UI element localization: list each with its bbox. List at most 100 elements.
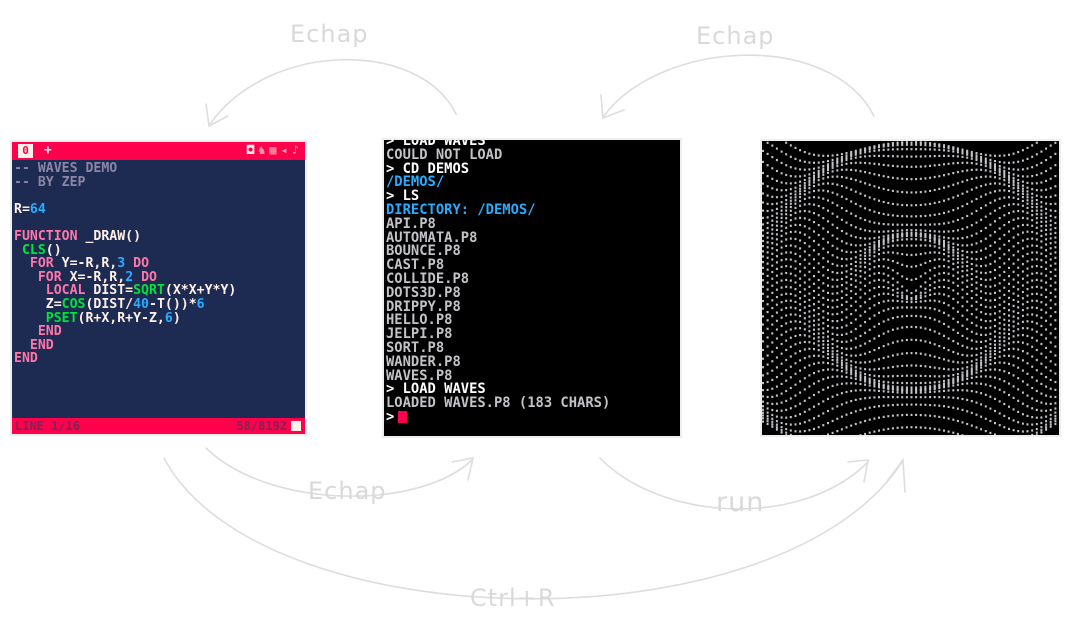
escape-arrow-editor-to-terminal-head — [451, 456, 475, 481]
terminal-line: WAVES.P8 — [386, 367, 453, 384]
code-token: (DIST/ — [85, 296, 134, 312]
escape-arrow-terminal-to-editor — [209, 58, 457, 125]
code-token: CLS — [21, 242, 46, 258]
editor-toolbar: 0 + ◘ ♞ ▦ ◂ ♪ — [12, 142, 305, 160]
code-token: 40 — [133, 296, 149, 312]
token-count: 58/8192 — [236, 419, 287, 433]
code-line: CLS() — [14, 242, 236, 258]
code-token: 64 — [29, 201, 46, 217]
code-line: END — [14, 325, 236, 339]
code-token: -- BY ZEP — [14, 174, 86, 190]
escape-label-bottom: Echap — [308, 477, 387, 505]
code-line: FOR Y=-R,R,3 DO — [14, 257, 236, 271]
code-line: Z=COS(DIST/40-T())*6 — [14, 298, 236, 312]
code-line: PSET(R+X,R+Y-Z,6) — [14, 310, 236, 326]
code-token: DIST= — [85, 283, 134, 299]
code-token: 2 — [125, 269, 134, 285]
terminal-line: LOADED WAVES.P8 (183 CHARS) — [386, 395, 611, 412]
code-token: Z= — [14, 296, 62, 312]
code-line: END — [14, 337, 236, 353]
music-icon[interactable]: ♪ — [291, 143, 299, 157]
code-token: COS — [61, 296, 86, 312]
code-line — [14, 189, 236, 203]
code-token: END — [14, 351, 38, 367]
ctrl-r-label: Ctrl+R — [470, 584, 556, 612]
code-token: PSET — [45, 310, 78, 326]
escape-label-top-left: Echap — [290, 20, 369, 48]
terminal-line: > LOAD WAVES — [386, 140, 486, 149]
code-token: 6 — [164, 310, 173, 326]
code-token: () — [45, 242, 62, 258]
terminal-line: COLLIDE.P8 — [386, 270, 470, 287]
terminal-line: > LOAD WAVES — [386, 381, 486, 398]
ctrlr-arrow-editor-to-demo — [163, 457, 903, 600]
code-token: DO — [141, 269, 157, 285]
terminal-prompt[interactable]: > — [386, 408, 610, 425]
code-token: FOR — [37, 269, 62, 285]
code-token: ) — [172, 310, 181, 326]
terminal-line: > LS — [386, 188, 420, 205]
code-token: (X*X+Y*Y) — [164, 283, 237, 299]
escape-label-top-right: Echap — [696, 22, 775, 50]
waves-demo-screen — [762, 141, 1059, 435]
code-token: END — [37, 324, 62, 340]
editor-mode-icons: ◘ ♞ ▦ ◂ ♪ — [247, 143, 299, 157]
status-box-icon — [291, 421, 301, 431]
code-line — [14, 216, 236, 230]
terminal-line: AUTOMATA.P8 — [386, 229, 478, 246]
code-token: LOCAL — [45, 283, 86, 299]
code-token: 3 — [117, 256, 126, 272]
run-arrow-terminal-to-demo-head — [847, 459, 869, 483]
code-token: 6 — [196, 296, 205, 312]
prompt-symbol: > — [386, 408, 395, 425]
code-token: Y=-R,R, — [53, 256, 118, 272]
code-token: -T())* — [149, 296, 197, 312]
escape-arrow-demo-to-terminal — [603, 54, 875, 117]
editor-status-bar: LINE 1/16 58/8192 — [12, 418, 305, 434]
ctrlr-arrow-editor-to-demo-head — [887, 457, 906, 493]
code-token: _DRAW() — [77, 228, 142, 244]
terminal-line: DIRECTORY: /DEMOS/ — [386, 201, 536, 218]
line-indicator: LINE 1/16 — [15, 419, 81, 433]
add-tab-button[interactable]: + — [44, 143, 52, 158]
code-line: FUNCTION _DRAW() — [14, 230, 236, 244]
terminal-line: BOUNCE.P8 — [386, 243, 461, 260]
code-token: R= — [14, 201, 30, 217]
terminal-line: COULD NOT LOAD — [386, 146, 503, 163]
code-token: SQRT — [133, 283, 165, 299]
code-token: -- WAVES DEMO — [14, 161, 118, 176]
terminal-line: DOTS3D.P8 — [386, 284, 461, 301]
terminal-line: CAST.P8 — [386, 257, 445, 274]
terminal-line: SORT.P8 — [386, 339, 445, 356]
terminal-line: API.P8 — [386, 215, 436, 232]
code-line: END — [14, 352, 236, 366]
escape-arrow-terminal-to-editor-head — [205, 103, 229, 128]
waves-render — [762, 141, 1057, 435]
code-token: DO — [133, 256, 150, 272]
sprite-icon[interactable]: ♞ — [258, 143, 266, 157]
code-tab[interactable]: 0 — [18, 144, 33, 158]
code-token: (R+X,R+Y-Z, — [77, 310, 165, 326]
terminal-line: HELLO.P8 — [386, 312, 453, 329]
code-line: -- WAVES DEMO — [14, 162, 236, 176]
terminal-line: /DEMOS/ — [386, 174, 445, 191]
terminal-line: WANDER.P8 — [386, 353, 461, 370]
run-label: run — [716, 487, 765, 518]
code-token: X=-R,R, — [61, 269, 126, 285]
code-token: END — [29, 337, 54, 353]
terminal-line: > CD DEMOS — [386, 160, 470, 177]
code-line: -- BY ZEP — [14, 174, 236, 190]
map-icon[interactable]: ▦ — [269, 143, 277, 157]
sfx-icon[interactable]: ◂ — [280, 143, 288, 157]
terminal-line: JELPI.P8 — [386, 326, 453, 343]
code-line: R=64 — [14, 201, 236, 217]
code-line: LOCAL DIST=SQRT(X*X+Y*Y) — [14, 283, 237, 299]
terminal-cursor — [398, 410, 408, 423]
code-icon[interactable]: ◘ — [246, 143, 255, 157]
terminal-line: DRIPPY.P8 — [386, 298, 461, 315]
code-token: FOR — [29, 256, 54, 272]
